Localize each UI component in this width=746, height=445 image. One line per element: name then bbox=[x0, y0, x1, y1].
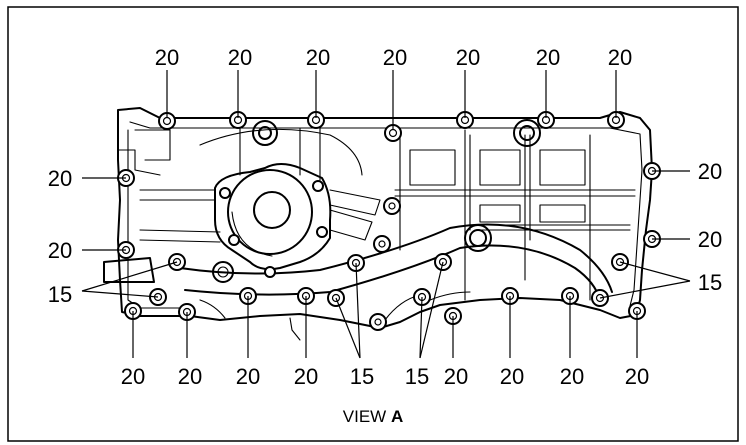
torque-label-bottom-3: 20 bbox=[236, 364, 260, 389]
view-caption-prefix: VIEW bbox=[342, 407, 391, 426]
torque-label-bottom-1: 20 bbox=[121, 364, 145, 389]
bolt-head-center bbox=[172, 257, 182, 267]
bolt-head-center bbox=[438, 257, 448, 267]
bolt-head-center bbox=[615, 257, 625, 267]
torque-label-bottom-9: 20 bbox=[560, 364, 584, 389]
torque-label-left-15: 15 bbox=[48, 282, 72, 307]
torque-label-bottom-4: 20 bbox=[294, 364, 318, 389]
torque-label-bottom-5: 15 bbox=[350, 364, 374, 389]
torque-label-top-1: 20 bbox=[155, 45, 179, 70]
torque-label-top-6: 20 bbox=[536, 45, 560, 70]
torque-label-bottom-8: 20 bbox=[500, 364, 524, 389]
torque-label-bottom-2: 20 bbox=[178, 364, 202, 389]
torque-label-right-1: 20 bbox=[698, 159, 722, 184]
torque-label-left-1: 20 bbox=[48, 166, 72, 191]
oil-pump bbox=[212, 163, 332, 283]
torque-label-right-15: 15 bbox=[698, 270, 722, 295]
torque-label-top-3: 20 bbox=[306, 45, 330, 70]
torque-label-top-2: 20 bbox=[228, 45, 252, 70]
housing-outline bbox=[103, 107, 653, 329]
torque-labels: 20 20 20 20 20 20 20 20 20 15 20 20 15 2… bbox=[48, 45, 722, 389]
view-caption-letter: A bbox=[390, 407, 404, 426]
bolt-head-center bbox=[595, 293, 605, 303]
torque-label-bottom-7: 20 bbox=[444, 364, 468, 389]
torque-label-right-2: 20 bbox=[698, 227, 722, 252]
torque-label-top-4: 20 bbox=[383, 45, 407, 70]
bolt-head-center bbox=[331, 293, 341, 303]
torque-label-top-7: 20 bbox=[608, 45, 632, 70]
drain-plugs bbox=[252, 119, 541, 331]
torque-label-bottom-6: 15 bbox=[405, 364, 429, 389]
torque-label-left-2: 20 bbox=[48, 238, 72, 263]
view-caption: VIEW A bbox=[0, 407, 746, 427]
torque-label-top-5: 20 bbox=[456, 45, 480, 70]
internal-ribs bbox=[139, 127, 636, 341]
leader-lines bbox=[81, 70, 691, 359]
view-frame bbox=[7, 6, 739, 442]
torque-label-bottom-10: 20 bbox=[625, 364, 649, 389]
